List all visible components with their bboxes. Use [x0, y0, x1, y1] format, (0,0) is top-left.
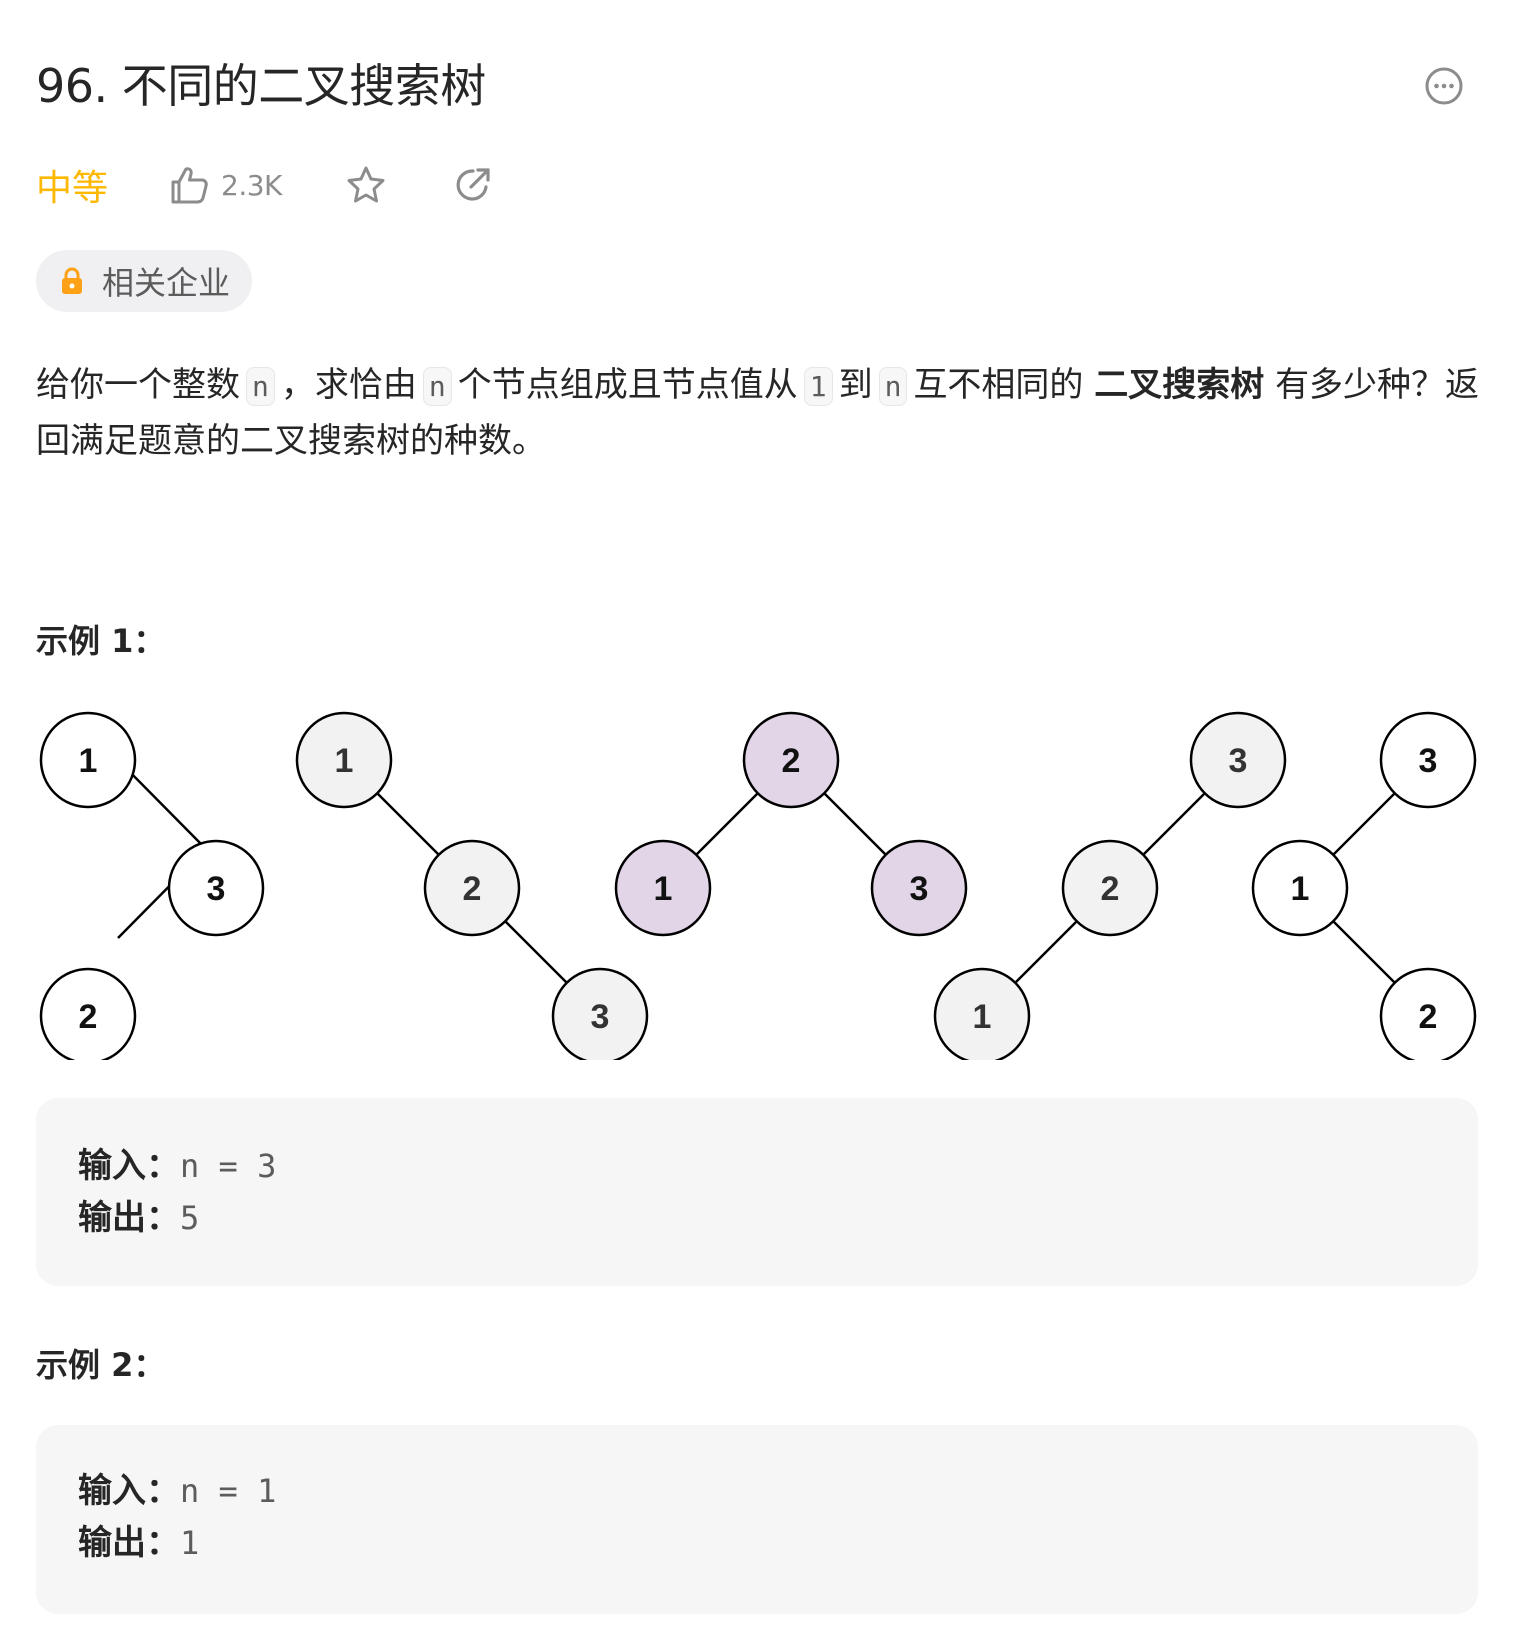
- tree-node: 1: [1251, 839, 1349, 937]
- tree-node: 2: [742, 711, 840, 809]
- input-value: n = 3: [180, 1147, 277, 1185]
- svg-text:3: 3: [591, 998, 610, 1036]
- share-button[interactable]: [453, 165, 493, 205]
- desc-text: 互不相同的: [913, 365, 1084, 405]
- desc-text: 给你一个整数: [36, 365, 240, 405]
- problem-meta-row: 中等 2.3K: [36, 160, 493, 210]
- tree-node: 3: [551, 967, 649, 1060]
- tree-node: 2: [39, 967, 137, 1060]
- output-label: 输出：: [78, 1198, 180, 1238]
- tree-node: 3: [1189, 711, 1287, 809]
- svg-text:3: 3: [1419, 742, 1438, 780]
- example-1-box: 输入：n = 3 输出：5: [36, 1098, 1478, 1286]
- inline-code-n: n: [422, 367, 452, 406]
- favorite-button[interactable]: [345, 164, 453, 206]
- desc-text: 个节点组成且节点值从: [457, 365, 798, 405]
- difficulty-badge: 中等: [36, 168, 109, 209]
- tree-node: 2: [1379, 967, 1477, 1060]
- desc-text: ，求恰由: [280, 365, 417, 405]
- svg-text:2: 2: [1101, 870, 1120, 908]
- example-1-output: 输出：5: [78, 1192, 1478, 1244]
- desc-bold-term: 二叉搜索树: [1094, 365, 1265, 405]
- like-button[interactable]: 2.3K: [169, 165, 345, 205]
- svg-text:3: 3: [1229, 742, 1248, 780]
- output-label: 输出：: [78, 1523, 180, 1563]
- output-value: 5: [180, 1199, 200, 1237]
- tree-node: 2: [423, 839, 521, 937]
- tree-node: 1: [295, 711, 393, 809]
- input-label: 输入：: [78, 1146, 180, 1186]
- desc-text: 有多少种？返回满足题意的二叉搜索树的种数。: [36, 365, 1480, 461]
- example-2-title: 示例 2：: [36, 1346, 166, 1384]
- svg-text:1: 1: [654, 870, 673, 908]
- svg-text:2: 2: [79, 998, 98, 1036]
- share-icon: [456, 168, 490, 201]
- example-1-input: 输入：n = 3: [78, 1140, 1478, 1192]
- svg-text:2: 2: [463, 870, 482, 908]
- desc-text: 到: [838, 365, 873, 405]
- inline-code-n: n: [878, 367, 908, 406]
- star-icon: [347, 166, 385, 203]
- output-value: 1: [180, 1524, 200, 1562]
- svg-text:2: 2: [1419, 998, 1438, 1036]
- inline-code-1: 1: [803, 367, 833, 406]
- thumbs-up-icon: [171, 167, 208, 204]
- related-companies-button[interactable]: 相关企业: [36, 250, 252, 312]
- example-2-output: 输出：1: [78, 1517, 1478, 1569]
- example-1-title: 示例 1：: [36, 622, 166, 660]
- svg-text:1: 1: [1291, 870, 1310, 908]
- like-count: 2.3K: [221, 168, 282, 202]
- related-companies-label: 相关企业: [102, 264, 231, 302]
- svg-text:3: 3: [207, 870, 226, 908]
- lock-icon: [62, 267, 82, 294]
- example-2-input: 输入：n = 1: [78, 1465, 1478, 1517]
- tree-node: 1: [39, 711, 137, 809]
- svg-text:2: 2: [782, 742, 801, 780]
- bst-diagram: 1 3 2 1 2 3 2: [39, 711, 1477, 1060]
- more-options-button[interactable]: [1424, 66, 1464, 106]
- svg-text:1: 1: [335, 742, 354, 780]
- more-icon: [1425, 67, 1463, 105]
- svg-text:3: 3: [910, 870, 929, 908]
- tree-node: 3: [167, 839, 265, 937]
- svg-text:1: 1: [79, 742, 98, 780]
- input-value: n = 1: [180, 1472, 277, 1510]
- svg-text:1: 1: [973, 998, 992, 1036]
- tree-node: 3: [1379, 711, 1477, 809]
- inline-code-n: n: [246, 367, 275, 406]
- tree-node: 1: [614, 839, 712, 937]
- problem-title: 96. 不同的二叉搜索树: [36, 59, 486, 113]
- input-label: 输入：: [78, 1471, 180, 1511]
- tree-node: 1: [933, 967, 1031, 1060]
- example-2-box: 输入：n = 1 输出：1: [36, 1425, 1478, 1614]
- tree-node: 3: [870, 839, 968, 937]
- tree-node: 2: [1061, 839, 1159, 937]
